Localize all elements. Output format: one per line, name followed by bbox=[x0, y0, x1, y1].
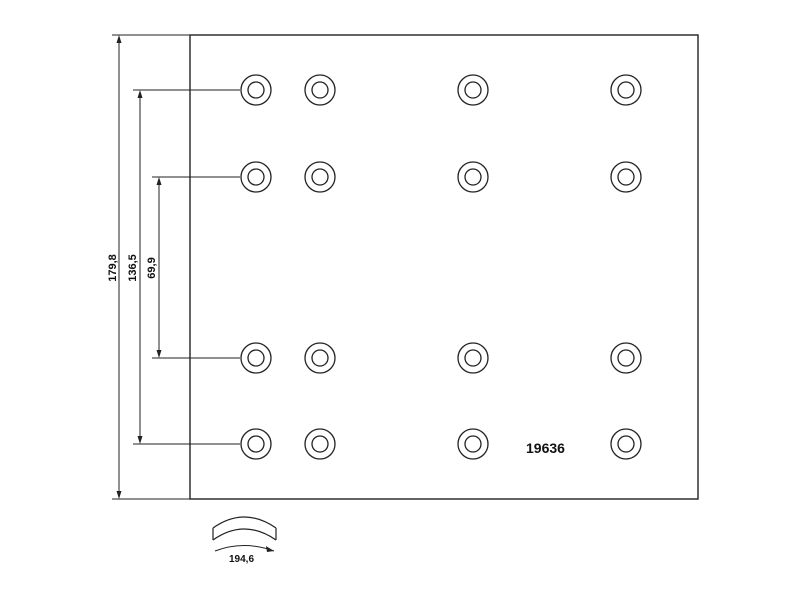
rivet-hole bbox=[457, 428, 489, 460]
arrowhead-top bbox=[116, 35, 122, 43]
rivet-hole-bore bbox=[247, 81, 265, 99]
rivet-hole bbox=[457, 74, 489, 106]
arrowhead-row1 bbox=[137, 90, 143, 98]
rivet-hole-bore bbox=[464, 435, 482, 453]
rivet-hole-counterbore bbox=[610, 161, 642, 193]
rivet-hole-counterbore bbox=[457, 74, 489, 106]
rivet-hole bbox=[610, 428, 642, 460]
arrowhead-row2 bbox=[156, 177, 162, 185]
rivet-hole-counterbore bbox=[610, 342, 642, 374]
rivet-hole bbox=[457, 161, 489, 193]
arc-radius-symbol: 194,6 bbox=[212, 516, 277, 565]
rivet-hole-counterbore bbox=[240, 74, 272, 106]
rivet-hole-counterbore bbox=[304, 161, 336, 193]
rivet-hole-bore bbox=[311, 349, 329, 367]
rivet-hole-counterbore bbox=[457, 342, 489, 374]
rivet-hole-counterbore bbox=[457, 428, 489, 460]
rivet-hole-counterbore bbox=[304, 74, 336, 106]
rivet-hole bbox=[457, 342, 489, 374]
rivet-hole bbox=[304, 74, 336, 106]
rivet-hole-counterbore bbox=[240, 161, 272, 193]
dimension-outer-rivet-spacing: 136,5 bbox=[127, 89, 240, 445]
dimension-label-inner-spacing: 69,9 bbox=[146, 257, 158, 278]
arrowhead-row3 bbox=[156, 350, 162, 358]
dimension-label-overall-height: 179,8 bbox=[107, 254, 119, 282]
rivet-hole bbox=[304, 342, 336, 374]
rivet-hole bbox=[610, 161, 642, 193]
rivet-hole-bore bbox=[247, 435, 265, 453]
lining-plate-outline bbox=[189, 34, 699, 500]
rivet-hole bbox=[610, 74, 642, 106]
rivet-hole-bore bbox=[311, 168, 329, 186]
rivet-hole bbox=[304, 428, 336, 460]
rivet-hole bbox=[304, 161, 336, 193]
rivet-hole-bore bbox=[247, 168, 265, 186]
rivet-hole-bore bbox=[464, 349, 482, 367]
rivet-hole bbox=[240, 161, 272, 193]
rivet-hole-counterbore bbox=[610, 74, 642, 106]
rivet-hole-bore bbox=[617, 81, 635, 99]
rivet-hole-bore bbox=[464, 168, 482, 186]
part-number-label: 19636 bbox=[526, 440, 565, 456]
dimension-inner-rivet-spacing: 69,9 bbox=[146, 176, 240, 359]
dimension-label-outer-spacing: 136,5 bbox=[127, 254, 139, 282]
rivet-hole bbox=[610, 342, 642, 374]
rivet-hole-counterbore bbox=[304, 342, 336, 374]
arc-radius-label: 194,6 bbox=[229, 554, 254, 565]
rivet-hole-bore bbox=[464, 81, 482, 99]
rivet-hole bbox=[240, 428, 272, 460]
radius-leader-curve bbox=[214, 545, 275, 552]
rivet-hole-bore bbox=[311, 81, 329, 99]
rivet-hole bbox=[240, 74, 272, 106]
dimension-overall-height: 179,8 bbox=[107, 34, 190, 500]
rivet-hole-counterbore bbox=[240, 428, 272, 460]
rivet-hole-bore bbox=[617, 435, 635, 453]
rivet-hole-counterbore bbox=[610, 428, 642, 460]
rivet-hole-bore bbox=[617, 168, 635, 186]
rivet-hole-bore bbox=[311, 435, 329, 453]
arc-inner-curve bbox=[212, 528, 277, 541]
rivet-hole-bore bbox=[247, 349, 265, 367]
rivet-hole-bore bbox=[617, 349, 635, 367]
rivet-hole-counterbore bbox=[304, 428, 336, 460]
rivet-hole bbox=[240, 342, 272, 374]
rivet-hole-counterbore bbox=[457, 161, 489, 193]
arrowhead-row4 bbox=[137, 436, 143, 444]
arrowhead-bottom bbox=[116, 491, 122, 499]
rivet-hole-counterbore bbox=[240, 342, 272, 374]
rivet-hole-grid bbox=[240, 74, 642, 460]
arc-outer-curve bbox=[212, 516, 277, 529]
radius-leader-arrowhead bbox=[266, 546, 274, 552]
